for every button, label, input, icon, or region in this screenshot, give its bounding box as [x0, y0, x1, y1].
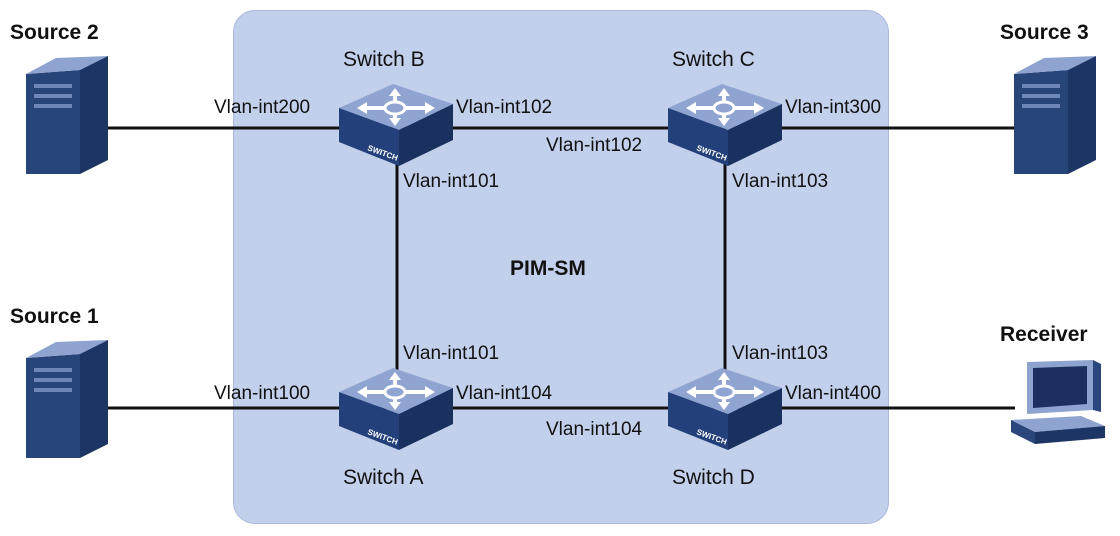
iface-d-c: Vlan-int103: [732, 343, 829, 364]
switch-d-icon: SWITCH: [668, 368, 782, 450]
source3-label: Source 3: [1000, 21, 1089, 44]
switch-c-label: Switch C: [672, 48, 755, 71]
switch-a-icon: SWITCH: [339, 368, 453, 450]
switch-b-icon: SWITCH: [339, 84, 453, 166]
receiver-label: Receiver: [1000, 323, 1088, 346]
source1-label: Source 1: [10, 305, 99, 328]
iface-b-a: Vlan-int101: [403, 171, 500, 192]
switch-c-icon: SWITCH: [668, 84, 782, 166]
pim-sm-domain: [233, 10, 889, 524]
iface-a-b: Vlan-int101: [403, 343, 500, 364]
receiver-pc-icon: [1011, 360, 1105, 444]
iface-b-source2: Vlan-int200: [214, 97, 311, 118]
iface-a-d: Vlan-int104: [456, 383, 553, 404]
source3-server-icon: [1014, 56, 1096, 174]
switch-a-label: Switch A: [343, 466, 424, 489]
iface-d-a: Vlan-int104: [546, 419, 643, 440]
iface-c-d: Vlan-int103: [732, 171, 829, 192]
iface-d-receiver: Vlan-int400: [785, 383, 882, 404]
source2-label: Source 2: [10, 21, 99, 44]
iface-c-b: Vlan-int102: [546, 135, 643, 156]
switch-d-label: Switch D: [672, 466, 755, 489]
source1-server-icon: [26, 340, 108, 458]
switch-b-label: Switch B: [343, 48, 425, 71]
iface-a-source1: Vlan-int100: [214, 383, 311, 404]
iface-c-source3: Vlan-int300: [785, 97, 882, 118]
pim-sm-label: PIM-SM: [510, 257, 586, 280]
source2-server-icon: [26, 56, 108, 174]
iface-b-c: Vlan-int102: [456, 97, 553, 118]
